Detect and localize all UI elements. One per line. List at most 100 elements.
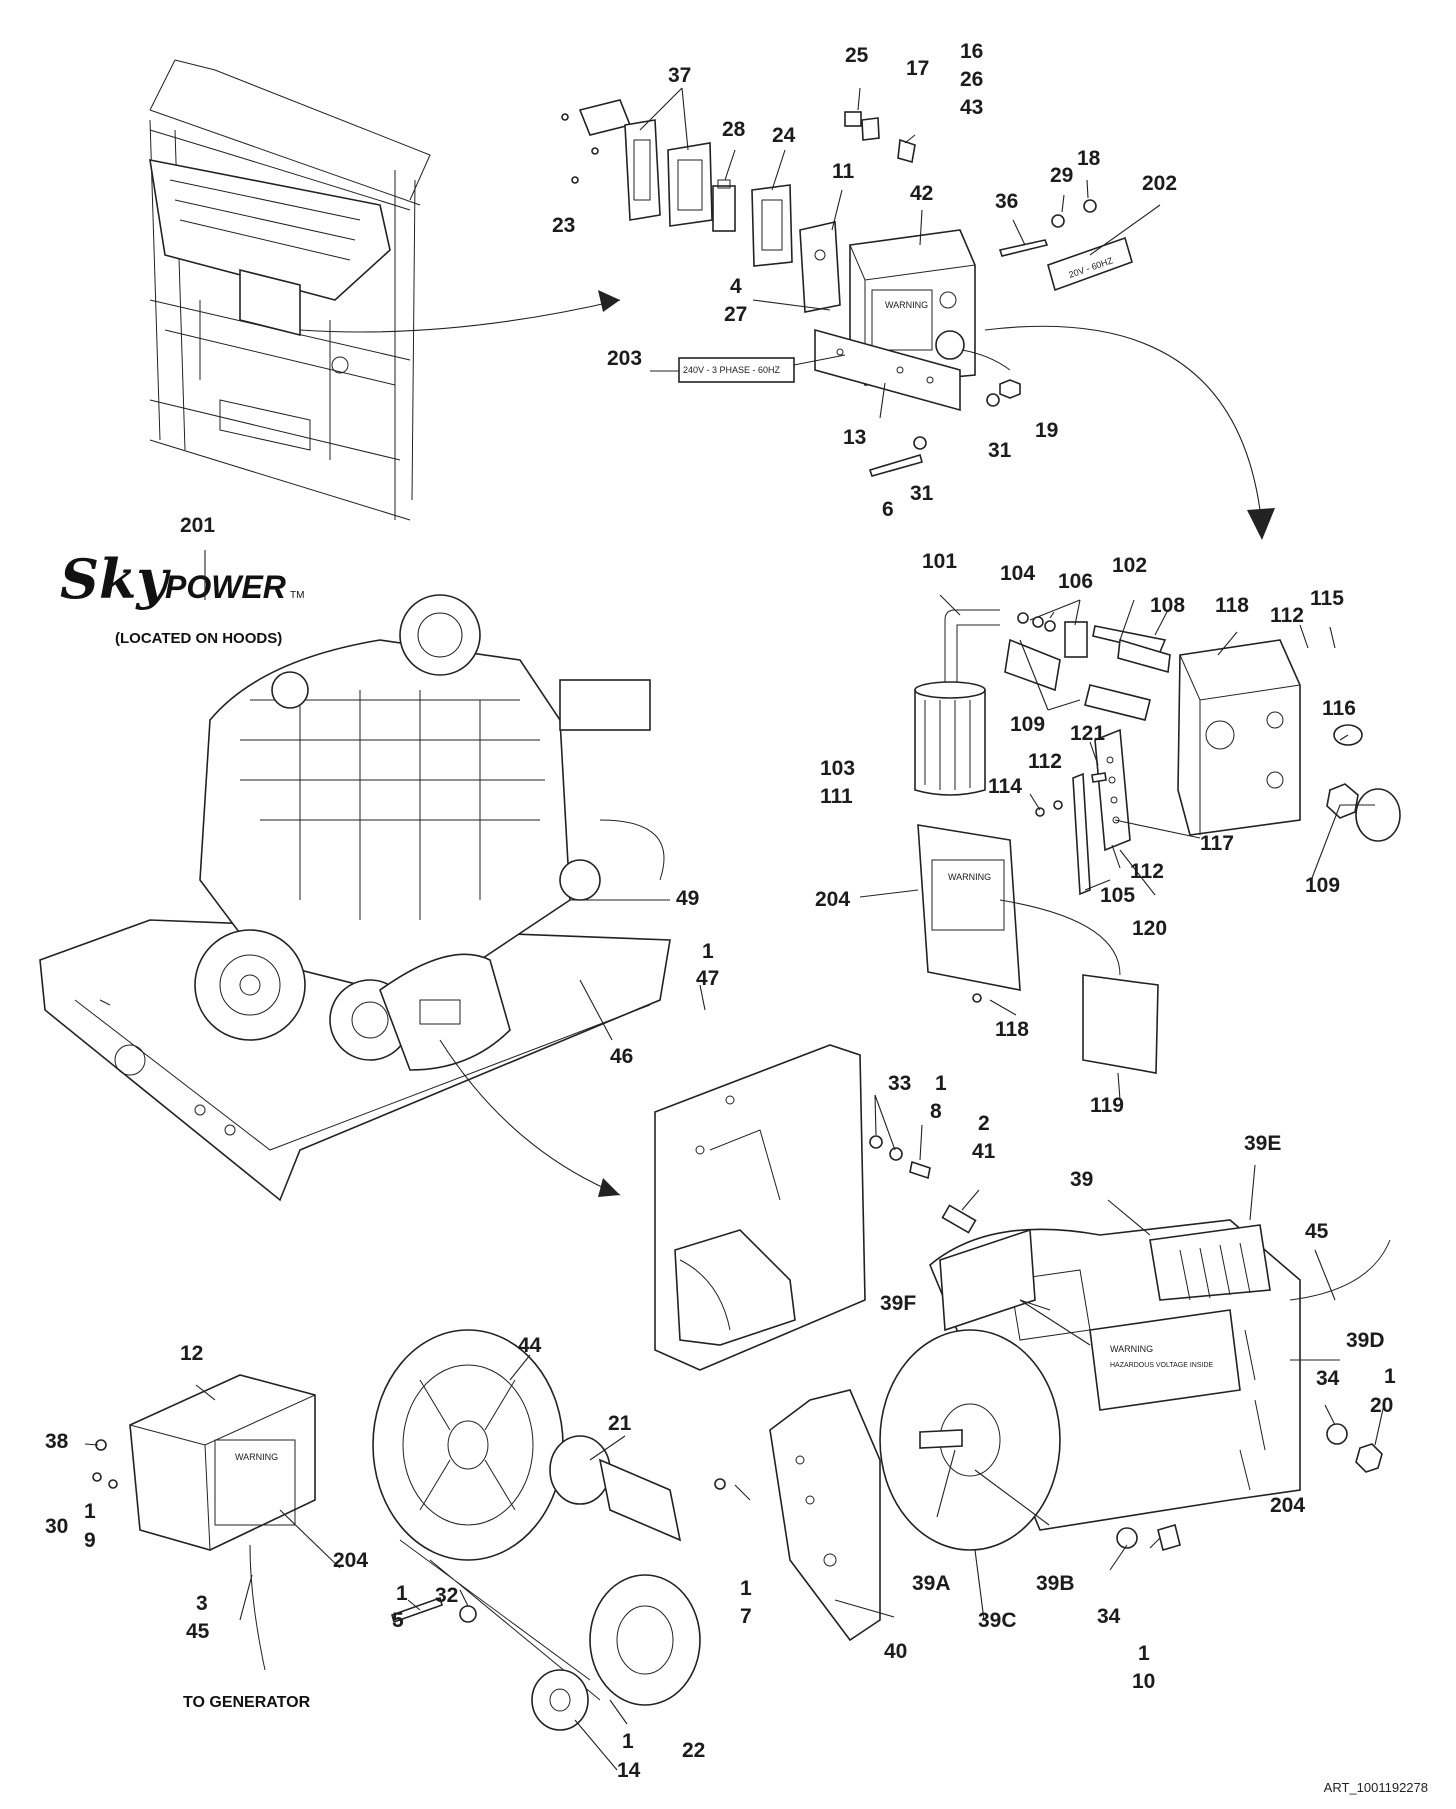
logo-tm-text: TM [290, 590, 304, 601]
callout-31-upper: 31 [988, 439, 1012, 462]
callout-14: 14 [617, 1759, 641, 1782]
callout-112-upper: 112 [1270, 604, 1304, 627]
callout-13: 13 [843, 426, 866, 449]
callout-115: 115 [1310, 587, 1344, 610]
generator-assembly: WARNING HAZARDOUS VOLTAGE INSIDE [654, 1044, 1391, 1642]
callout-16: 16 [960, 40, 983, 63]
callout-37: 37 [668, 64, 691, 87]
callout-38: 38 [45, 1430, 69, 1453]
arrow-to-control-box [299, 299, 621, 333]
callout-30: 30 [45, 1515, 68, 1538]
logo-power-text: POWER [165, 569, 286, 605]
callout-20: 20 [1370, 1394, 1393, 1417]
callout-1-b: 1 [935, 1072, 947, 1095]
callout-36: 36 [995, 190, 1018, 213]
terminal-box-assembly: WARNING [914, 609, 1401, 1074]
callout-105: 105 [1100, 884, 1135, 907]
callout-44: 44 [518, 1334, 542, 1357]
callout-27: 27 [724, 303, 747, 326]
callout-39D: 39D [1346, 1329, 1385, 1352]
callout-26: 26 [960, 68, 983, 91]
callout-1-f: 1 [396, 1582, 408, 1605]
callout-39: 39 [1070, 1168, 1093, 1191]
callout-118-lower: 118 [995, 1018, 1029, 1041]
callout-18: 18 [1077, 147, 1101, 170]
callout-12: 12 [180, 1342, 203, 1365]
callout-19: 19 [1035, 419, 1058, 442]
callout-1-a: 1 [702, 940, 714, 963]
callout-103: 103 [820, 757, 855, 780]
callout-1-e: 1 [740, 1577, 752, 1600]
callout-23: 23 [552, 214, 575, 237]
callout-39C: 39C [978, 1609, 1017, 1632]
skypower-logo: Sky POWER TM (LOCATED ON HOODS) [60, 547, 304, 647]
callout-11: 11 [832, 160, 855, 183]
callout-numbers: 25 17 16 26 43 37 28 24 11 42 36 29 18 2… [45, 40, 1396, 1782]
art-number: ART_1001192278 [1323, 1780, 1428, 1795]
to-generator-label: TO GENERATOR [183, 1694, 311, 1711]
machine-frame-illustration [149, 59, 431, 521]
callout-109-left: 109 [1010, 713, 1045, 736]
callout-17: 17 [906, 57, 929, 80]
callout-43: 43 [960, 96, 983, 119]
callout-102: 102 [1112, 554, 1147, 577]
callout-47: 47 [696, 967, 719, 990]
callout-39F: 39F [880, 1292, 916, 1315]
generator-junction-box: WARNING TO GENERATOR [92, 1374, 316, 1711]
callout-106: 106 [1058, 570, 1093, 593]
callout-42: 42 [910, 182, 933, 205]
callout-112-lower: 112 [1130, 860, 1164, 883]
callout-116: 116 [1322, 697, 1356, 720]
callout-25: 25 [845, 44, 869, 67]
callout-104: 104 [1000, 562, 1035, 585]
callout-3: 3 [196, 1592, 208, 1615]
logo-location-note: (LOCATED ON HOODS) [115, 630, 282, 647]
generator-slots [1179, 1242, 1266, 1491]
junction-warning-text: WARNING [235, 1452, 278, 1462]
callout-24: 24 [772, 124, 796, 147]
callout-4: 4 [730, 275, 742, 298]
callout-203: 203 [607, 347, 642, 370]
pulley-belt-assembly [372, 1329, 726, 1731]
callout-39B: 39B [1036, 1572, 1075, 1595]
callout-108: 108 [1150, 594, 1185, 617]
callout-1-g: 1 [1138, 1642, 1150, 1665]
callout-46: 46 [610, 1045, 633, 1068]
callout-5: 5 [392, 1609, 404, 1632]
callout-41: 41 [972, 1140, 996, 1163]
callout-120: 120 [1132, 917, 1167, 940]
arrow-to-terminal-box [984, 325, 1261, 511]
callout-109-right: 109 [1305, 874, 1340, 897]
callout-204-cover: 204 [815, 888, 850, 911]
box-warning-text: WARNING [885, 300, 928, 310]
callout-117: 117 [1200, 832, 1234, 855]
callout-7: 7 [740, 1605, 752, 1628]
callout-118-upper: 118 [1215, 594, 1249, 617]
callout-1-h: 1 [622, 1730, 634, 1753]
callout-112-middle: 112 [1028, 750, 1062, 773]
callout-204-junction: 204 [333, 1549, 368, 1572]
callout-2: 2 [978, 1112, 990, 1135]
callout-1-d: 1 [84, 1500, 96, 1523]
engine-assembly-illustration [39, 594, 671, 1202]
cover-warning-text: WARNING [948, 872, 991, 882]
callout-204-generator: 204 [1270, 1494, 1305, 1517]
callout-34-lower: 34 [1097, 1605, 1121, 1628]
control-box-assembly: WARNING 20V - 60HZ 240V - 3 PHASE - 60HZ [561, 99, 1133, 477]
callout-49: 49 [676, 887, 699, 910]
callout-119: 119 [1090, 1094, 1124, 1117]
callout-29: 29 [1050, 164, 1073, 187]
generator-hazard-text: HAZARDOUS VOLTAGE INSIDE [1110, 1362, 1214, 1369]
callout-33: 33 [888, 1072, 911, 1095]
callout-45-lower: 45 [186, 1620, 210, 1643]
callout-34-right: 34 [1316, 1367, 1340, 1390]
callout-111: 111 [820, 785, 853, 808]
callout-202: 202 [1142, 172, 1177, 195]
callout-32: 32 [435, 1584, 458, 1607]
callout-45-upper: 45 [1305, 1220, 1329, 1243]
callout-114: 114 [988, 775, 1022, 798]
callout-22: 22 [682, 1739, 705, 1762]
arrow-to-generator [439, 1039, 621, 1196]
